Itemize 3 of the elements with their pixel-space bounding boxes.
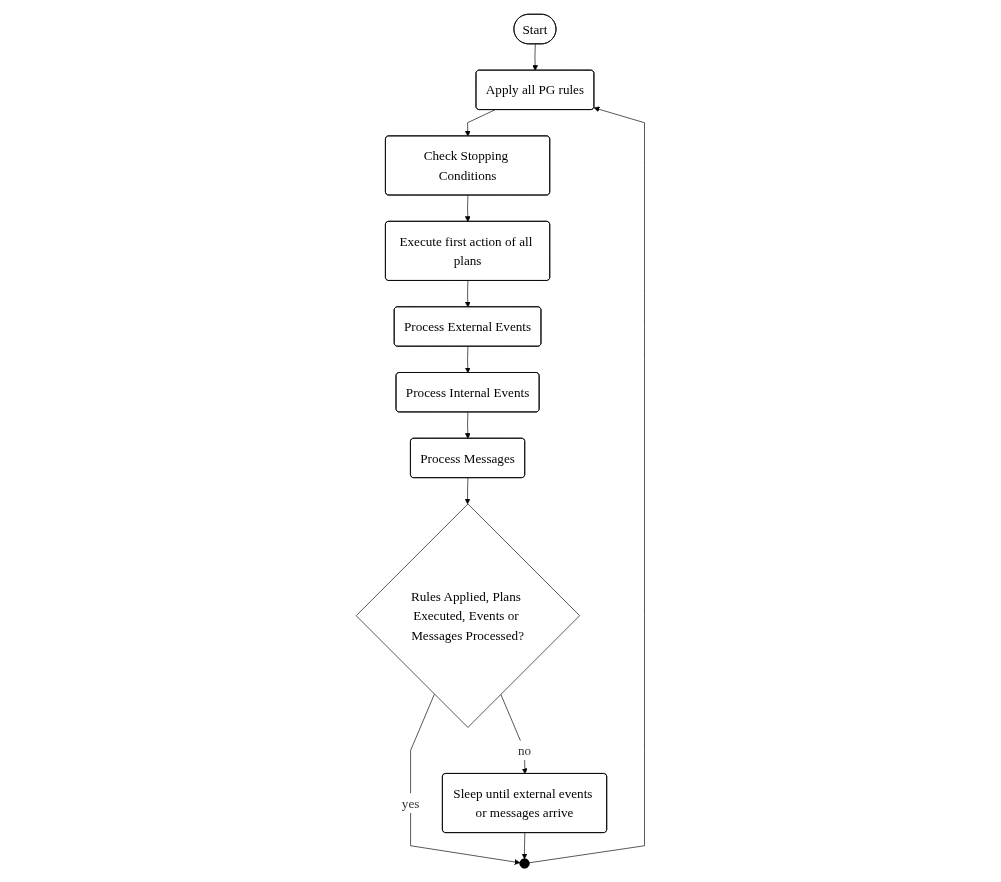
edge-label: yes	[402, 795, 420, 811]
edge-label: no	[518, 743, 532, 758]
node-diamond: Rules Applied, Plans Executed, Events or Messages Processed?	[356, 503, 581, 728]
